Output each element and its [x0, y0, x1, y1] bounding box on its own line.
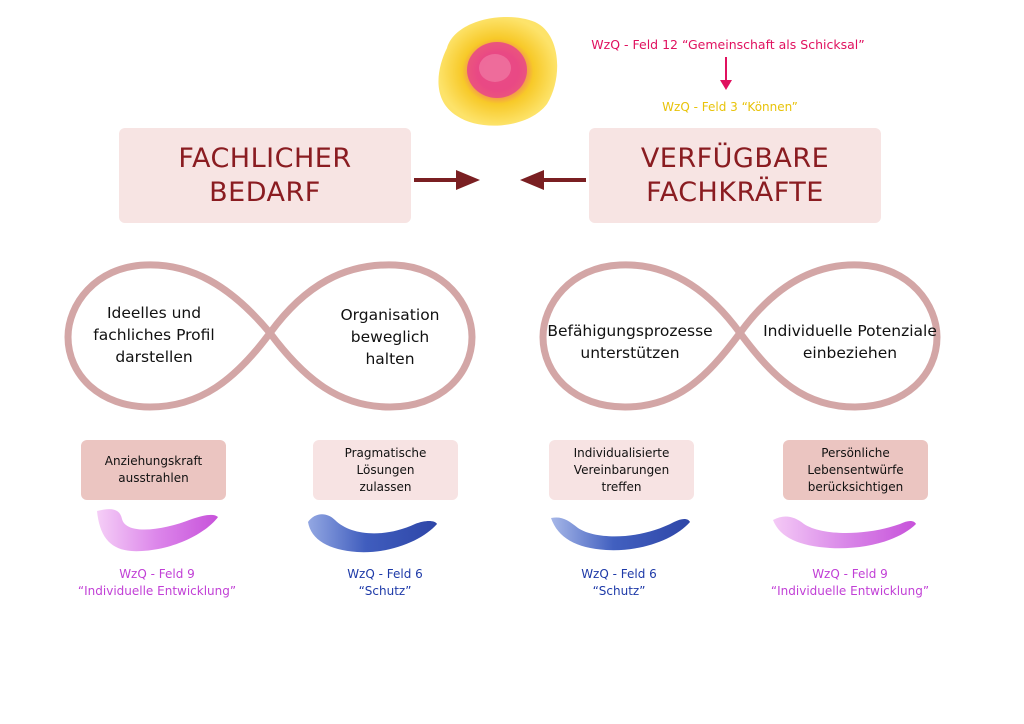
wzq-label-2: WzQ - Feld 6 “Schutz” — [347, 567, 423, 598]
sun-blob-icon — [438, 17, 558, 126]
verfuegbare-fachkraefte-box: VERFÜGBARE FACHKRÄFTE — [589, 128, 881, 223]
left-arrow-icon — [520, 170, 586, 190]
fachlicher-bedarf-box: FACHLICHER BEDARF — [119, 128, 411, 223]
purple-brush-stroke-icon — [773, 516, 916, 549]
loop-left-right-text: Organisation beweglich halten — [340, 306, 440, 368]
card-persoenliche-lebensentwuerfe: Persönliche Lebensentwürfe berücksichtig… — [783, 440, 928, 500]
card-anziehungskraft: Anziehungskraft ausstrahlen — [81, 440, 226, 500]
right-arrow-icon — [414, 170, 480, 190]
purple-brush-stroke-icon — [97, 509, 218, 552]
loop-right-right-text: Individuelle Potenziale einbeziehen — [763, 322, 937, 362]
wzq-label-3: WzQ - Feld 6 “Schutz” — [581, 567, 657, 598]
loop-left-left-text: Ideelles und fachliches Profil darstelle… — [93, 304, 215, 366]
down-arrow-icon — [720, 57, 732, 90]
wzq-field12-label: WzQ - Feld 12 “Gemeinschaft als Schicksa… — [591, 37, 865, 52]
card-pragmatische-loesungen: Pragmatische Lösungen zulassen — [313, 440, 458, 500]
loop-right-left-text: Befähigungsprozesse unterstützen — [547, 322, 713, 362]
wzq-label-4: WzQ - Feld 9 “Individuelle Entwicklung” — [770, 567, 930, 598]
wzq-label-1: WzQ - Feld 9 “Individuelle Entwicklung” — [77, 567, 237, 598]
blue-brush-stroke-icon — [551, 517, 690, 551]
card-individualisierte-vereinbarungen: Individualisierte Vereinbarungen treffen — [549, 440, 694, 500]
infinity-loop-left — [64, 261, 476, 411]
blue-brush-stroke-icon — [308, 514, 437, 553]
infinity-loop-right — [539, 261, 941, 411]
fachlicher-bedarf-title: FACHLICHER BEDARF — [178, 142, 352, 208]
verfuegbare-fachkraefte-title: VERFÜGBARE FACHKRÄFTE — [640, 142, 830, 208]
wzq-field3-label: WzQ - Feld 3 “Können” — [662, 100, 798, 114]
